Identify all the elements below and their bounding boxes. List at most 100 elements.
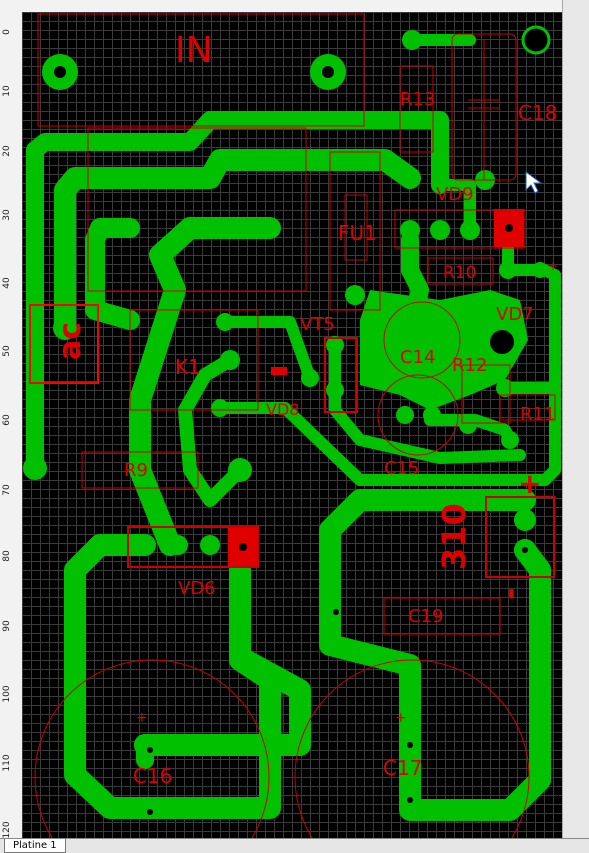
hole-c19 <box>333 609 339 615</box>
left-ruler: 0 10 20 30 40 50 60 70 80 90 100 110 120 <box>0 12 23 839</box>
label-310: 310 <box>435 503 473 570</box>
label-c16: C16 <box>133 764 172 788</box>
label-vd9: VD9 <box>436 184 474 205</box>
hole-c16-top <box>147 747 153 753</box>
label-r10: R10 <box>443 263 476 283</box>
outline-r11 <box>499 394 556 421</box>
trace-k1-inner <box>178 353 247 507</box>
pad-r13 <box>400 168 420 188</box>
pad-c15-right <box>423 406 441 424</box>
label-r12: R12 <box>452 355 487 376</box>
hole-c16-bottom <box>147 809 153 815</box>
vd7-copper-area <box>360 290 528 410</box>
right-panel-scrollbar[interactable] <box>562 0 589 838</box>
pad-r10-plus <box>532 262 548 278</box>
pad-vd9-1 <box>400 220 420 240</box>
pad-c14-right <box>423 331 441 349</box>
pad-holes <box>54 25 551 815</box>
pad-k1-1 <box>120 218 140 238</box>
hole-vd6 <box>239 543 247 551</box>
label-vd6: VD6 <box>178 578 216 599</box>
outline-c17 <box>294 659 530 838</box>
trace-top-left-loop <box>26 111 449 477</box>
label-c17: C17 <box>383 756 422 780</box>
outline-fu1-outer <box>329 151 381 311</box>
outline-c19 <box>383 597 501 635</box>
ruler-tick-110: 110 <box>2 754 12 771</box>
label-ac: ac <box>53 322 88 360</box>
label-c15: C15 <box>384 458 419 479</box>
ruler-tick-80: 80 <box>2 550 12 562</box>
ruler-tick-40: 40 <box>2 277 12 289</box>
trace-fu1-feed <box>434 179 476 234</box>
trace-c17-loop <box>319 539 551 821</box>
pad-k1-4 <box>345 285 365 305</box>
pad-r11-a <box>496 379 514 397</box>
pad-k1-5 <box>220 350 240 370</box>
outline-r10 <box>427 257 494 285</box>
outline-k1-body <box>129 309 259 411</box>
outline-vt5 <box>324 337 358 413</box>
outline-vd9 <box>394 209 526 249</box>
hole-c17-top <box>407 742 413 748</box>
label-310-plus: + <box>518 467 541 500</box>
hole-vd7 <box>490 330 514 354</box>
label-310-minus: - <box>493 588 528 600</box>
pad-vd8-a <box>211 399 229 417</box>
hole-c17-bottom <box>407 797 413 803</box>
outline-c14 <box>383 301 461 379</box>
pad-310-top <box>514 509 536 531</box>
pcb-canvas[interactable]: IN R13 C18 VD9 FU1 R10 ac VT5 VD7 K1 C14… <box>22 12 562 838</box>
pad-r12 <box>459 416 477 434</box>
outline-c15 <box>377 374 459 456</box>
outline-k1 <box>87 127 307 292</box>
square-pad-vt5 <box>271 367 287 375</box>
pad-k1-2 <box>260 218 280 238</box>
pad-r10-right <box>499 261 517 279</box>
label-fu1: FU1 <box>338 221 377 245</box>
label-vt5: VT5 <box>300 314 335 335</box>
label-r9: R9 <box>124 460 148 481</box>
pad-k1-6 <box>216 313 234 331</box>
pcb-layout: IN R13 C18 VD9 FU1 R10 ac VT5 VD7 K1 C14… <box>23 13 561 838</box>
trace-vt5 <box>219 316 316 384</box>
outline-in <box>37 13 365 127</box>
ruler-tick-0: 0 <box>2 29 12 35</box>
ruler-tick-50: 50 <box>2 345 12 357</box>
pad-vd6-1 <box>135 535 155 555</box>
pad-vd9-3 <box>460 220 480 240</box>
pads <box>23 30 548 819</box>
ruler-tick-10: 10 <box>2 85 12 97</box>
pad-r10-left <box>401 261 419 279</box>
pad-c16-bottom <box>139 797 161 819</box>
label-c16-plus: + <box>136 710 148 726</box>
left-ruler-scale: 0 10 20 30 40 50 60 70 80 90 100 110 120 <box>2 29 12 839</box>
pad-ac-bottom <box>23 456 47 480</box>
outline-r12 <box>461 364 511 424</box>
pad-c14-left <box>396 331 414 349</box>
hole-in-left <box>54 66 66 78</box>
label-r10-plus: + <box>548 259 558 273</box>
label-c17-plus: + <box>395 710 407 726</box>
label-c14: C14 <box>400 347 435 368</box>
outline-vd6 <box>127 526 259 568</box>
ruler-tick-30: 30 <box>2 209 12 221</box>
hole-vd9 <box>505 224 513 232</box>
trace-k1-left <box>85 218 140 330</box>
trace-c16 <box>134 649 311 756</box>
label-c18: C18 <box>518 101 557 125</box>
pad-vd6-3 <box>200 535 220 555</box>
label-r13: R13 <box>400 89 435 110</box>
silkscreen-outlines <box>29 13 556 838</box>
pad-c16-top <box>134 734 156 756</box>
mouse-cursor-icon <box>525 171 543 194</box>
label-r11: R11 <box>520 404 555 425</box>
silkscreen-labels: IN R13 C18 VD9 FU1 R10 ac VT5 VD7 K1 C14… <box>53 30 558 788</box>
ruler-tick-100: 100 <box>2 685 12 702</box>
layout-tab-bar: Platine 1 <box>0 838 589 853</box>
pad-c15-left <box>396 406 414 424</box>
pad-vd6-2 <box>168 535 188 555</box>
pad-vt5-b <box>326 381 344 399</box>
tab-platine-1[interactable]: Platine 1 <box>4 839 66 853</box>
trace-vd8 <box>214 262 561 486</box>
